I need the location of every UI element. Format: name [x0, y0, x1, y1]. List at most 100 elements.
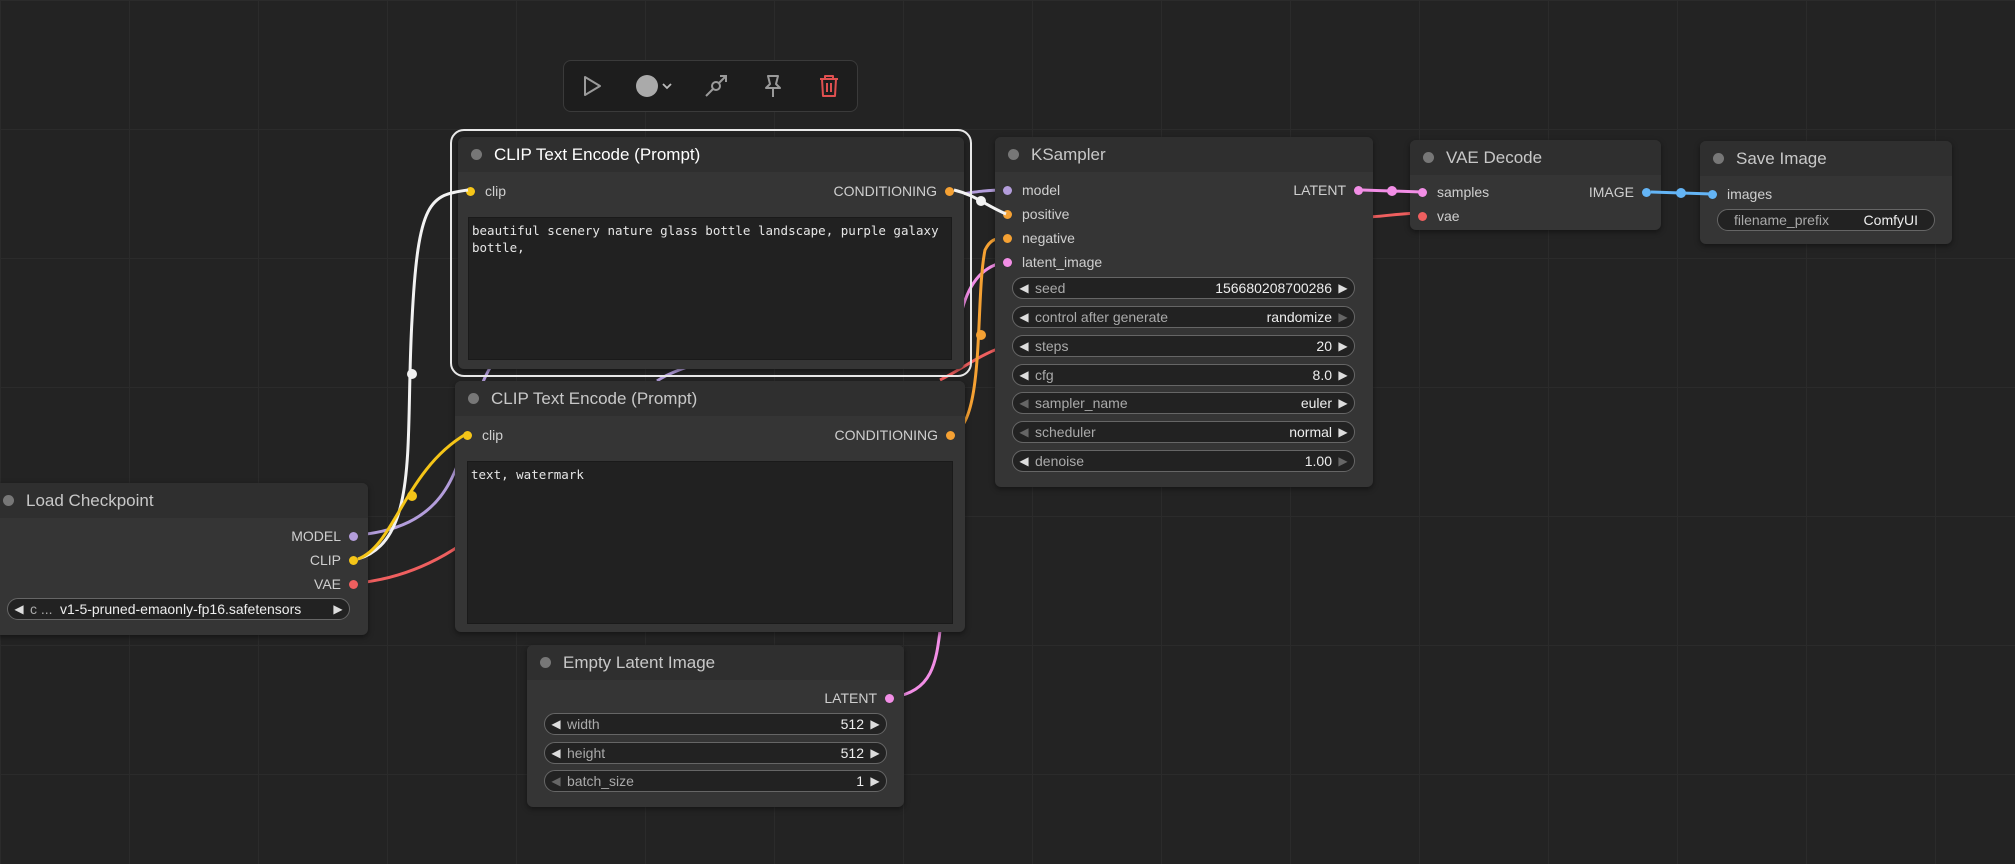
arrow-left-icon[interactable]: ◀: [1019, 368, 1029, 382]
slot-label: positive: [1022, 206, 1070, 222]
input-slot-latent-image[interactable]: latent_image: [1003, 252, 1102, 272]
slot-label: CONDITIONING: [833, 183, 937, 199]
arrow-right-icon[interactable]: ▶: [1338, 425, 1348, 439]
width-widget[interactable]: ◀ width 512 ▶: [544, 713, 887, 735]
input-slot-negative[interactable]: negative: [1003, 228, 1075, 248]
clip-slot-icon: [349, 555, 358, 565]
cfg-widget[interactable]: ◀ cfg 8.0 ▶: [1012, 364, 1355, 386]
arrow-left-icon[interactable]: ◀: [1019, 425, 1029, 439]
arrow-left-icon[interactable]: ◀: [1019, 281, 1029, 295]
control-after-generate-widget[interactable]: ◀ control after generate randomize ▶: [1012, 306, 1355, 328]
ckpt-name-combo[interactable]: ◀ c ... v1-5-pruned-emaonly-fp16.safeten…: [7, 598, 350, 620]
arrow-right-icon[interactable]: ▶: [870, 774, 880, 788]
arrow-left-icon[interactable]: ◀: [551, 774, 561, 788]
node-title-bar[interactable]: CLIP Text Encode (Prompt): [455, 381, 965, 416]
input-slot-clip[interactable]: clip: [466, 181, 506, 201]
conditioning-slot-icon: [1003, 209, 1012, 219]
batch-size-widget[interactable]: ◀ batch_size 1 ▶: [544, 770, 887, 792]
node-title-bar[interactable]: Load Checkpoint: [0, 483, 368, 518]
denoise-widget[interactable]: ◀ denoise 1.00 ▶: [1012, 450, 1355, 472]
output-slot-clip[interactable]: CLIP: [310, 550, 358, 570]
output-slot-latent[interactable]: LATENT: [824, 688, 894, 708]
sampler-name-widget[interactable]: ◀ sampler_name euler ▶: [1012, 392, 1355, 414]
widget-label: sampler_name: [1035, 395, 1128, 411]
ksampler-node[interactable]: KSampler model LATENT positive negative …: [995, 137, 1373, 487]
collapse-dot-icon[interactable]: [1423, 152, 1434, 163]
widget-label: width: [567, 716, 600, 732]
output-slot-image[interactable]: IMAGE: [1589, 182, 1651, 202]
collapse-dot-icon[interactable]: [471, 149, 482, 160]
arrow-right-icon[interactable]: ▶: [1338, 339, 1348, 353]
prompt-textarea[interactable]: text, watermark: [467, 461, 953, 624]
widget-value: 8.0: [1312, 367, 1332, 383]
node-title-bar[interactable]: CLIP Text Encode (Prompt): [458, 137, 964, 172]
arrow-left-icon[interactable]: ◀: [1019, 310, 1029, 324]
slot-label: clip: [485, 183, 507, 199]
arrow-right-icon[interactable]: ▶: [870, 746, 880, 760]
input-slot-clip[interactable]: clip: [463, 425, 503, 445]
arrow-left-icon[interactable]: ◀: [1019, 339, 1029, 353]
filename-prefix-widget[interactable]: filename_prefix ComfyUI: [1717, 209, 1935, 231]
arrow-right-icon[interactable]: ▶: [1338, 368, 1348, 382]
scheduler-widget[interactable]: ◀ scheduler normal ▶: [1012, 421, 1355, 443]
widget-value: ComfyUI: [1863, 212, 1918, 228]
arrow-left-icon[interactable]: ◀: [551, 746, 561, 760]
node-title-bar[interactable]: KSampler: [995, 137, 1373, 172]
pin-button[interactable]: [755, 68, 791, 104]
input-slot-images[interactable]: images: [1708, 184, 1772, 204]
widget-label: c ...: [30, 601, 53, 617]
arrow-left-icon[interactable]: ◀: [1019, 396, 1029, 410]
clip-text-encode-positive-node[interactable]: CLIP Text Encode (Prompt) clip CONDITION…: [450, 129, 972, 377]
bypass-button[interactable]: [698, 68, 734, 104]
load-checkpoint-node[interactable]: Load Checkpoint MODEL CLIP VAE ◀ c ... v…: [0, 483, 368, 635]
output-slot-conditioning[interactable]: CONDITIONING: [835, 425, 955, 445]
slot-label: LATENT: [1293, 182, 1346, 198]
arrow-right-icon[interactable]: ▶: [1338, 454, 1348, 468]
run-button[interactable]: [574, 68, 610, 104]
color-picker-button[interactable]: [630, 68, 678, 104]
input-slot-positive[interactable]: positive: [1003, 204, 1069, 224]
clip-slot-icon: [466, 186, 475, 196]
conditioning-slot-icon: [945, 186, 954, 196]
collapse-dot-icon[interactable]: [468, 393, 479, 404]
height-widget[interactable]: ◀ height 512 ▶: [544, 742, 887, 764]
node-title-bar[interactable]: Empty Latent Image: [527, 645, 904, 680]
arrow-right-icon[interactable]: ▶: [1338, 396, 1348, 410]
seed-widget[interactable]: ◀ seed 156680208700286 ▶: [1012, 277, 1355, 299]
arrow-right-icon[interactable]: ▶: [1338, 281, 1348, 295]
prompt-textarea[interactable]: beautiful scenery nature glass bottle la…: [468, 217, 952, 360]
node-title-bar[interactable]: Save Image: [1700, 141, 1952, 176]
output-slot-conditioning[interactable]: CONDITIONING: [834, 181, 954, 201]
collapse-dot-icon[interactable]: [1008, 149, 1019, 160]
arrow-right-icon[interactable]: ▶: [333, 602, 343, 616]
input-slot-samples[interactable]: samples: [1418, 182, 1489, 202]
input-slot-model[interactable]: model: [1003, 180, 1060, 200]
slot-label: vae: [1437, 208, 1460, 224]
output-slot-vae[interactable]: VAE: [314, 574, 358, 594]
delete-button[interactable]: [811, 68, 847, 104]
steps-widget[interactable]: ◀ steps 20 ▶: [1012, 335, 1355, 357]
save-image-node[interactable]: Save Image images filename_prefix ComfyU…: [1700, 141, 1952, 244]
output-slot-latent[interactable]: LATENT: [1293, 180, 1363, 200]
node-title: Empty Latent Image: [563, 652, 716, 672]
image-slot-icon: [1642, 187, 1651, 197]
arrow-right-icon[interactable]: ▶: [1338, 310, 1348, 324]
collapse-dot-icon[interactable]: [1713, 153, 1724, 164]
slot-label: CLIP: [309, 552, 341, 568]
input-slot-vae[interactable]: vae: [1418, 206, 1460, 226]
output-slot-model[interactable]: MODEL: [291, 526, 358, 546]
collapse-dot-icon[interactable]: [3, 495, 14, 506]
arrow-left-icon[interactable]: ◀: [14, 602, 24, 616]
collapse-dot-icon[interactable]: [540, 657, 551, 668]
arrow-left-icon[interactable]: ◀: [551, 717, 561, 731]
arrow-left-icon[interactable]: ◀: [1019, 454, 1029, 468]
clip-text-encode-negative-node[interactable]: CLIP Text Encode (Prompt) clip CONDITION…: [455, 381, 965, 632]
widget-label: height: [567, 745, 606, 761]
empty-latent-image-node[interactable]: Empty Latent Image LATENT ◀ width 512 ▶ …: [527, 645, 904, 807]
vae-decode-node[interactable]: VAE Decode samples IMAGE vae: [1410, 140, 1661, 230]
slot-label: samples: [1437, 184, 1490, 200]
selection-toolbar: [563, 60, 858, 112]
node-title-bar[interactable]: VAE Decode: [1410, 140, 1661, 175]
arrow-right-icon[interactable]: ▶: [870, 717, 880, 731]
